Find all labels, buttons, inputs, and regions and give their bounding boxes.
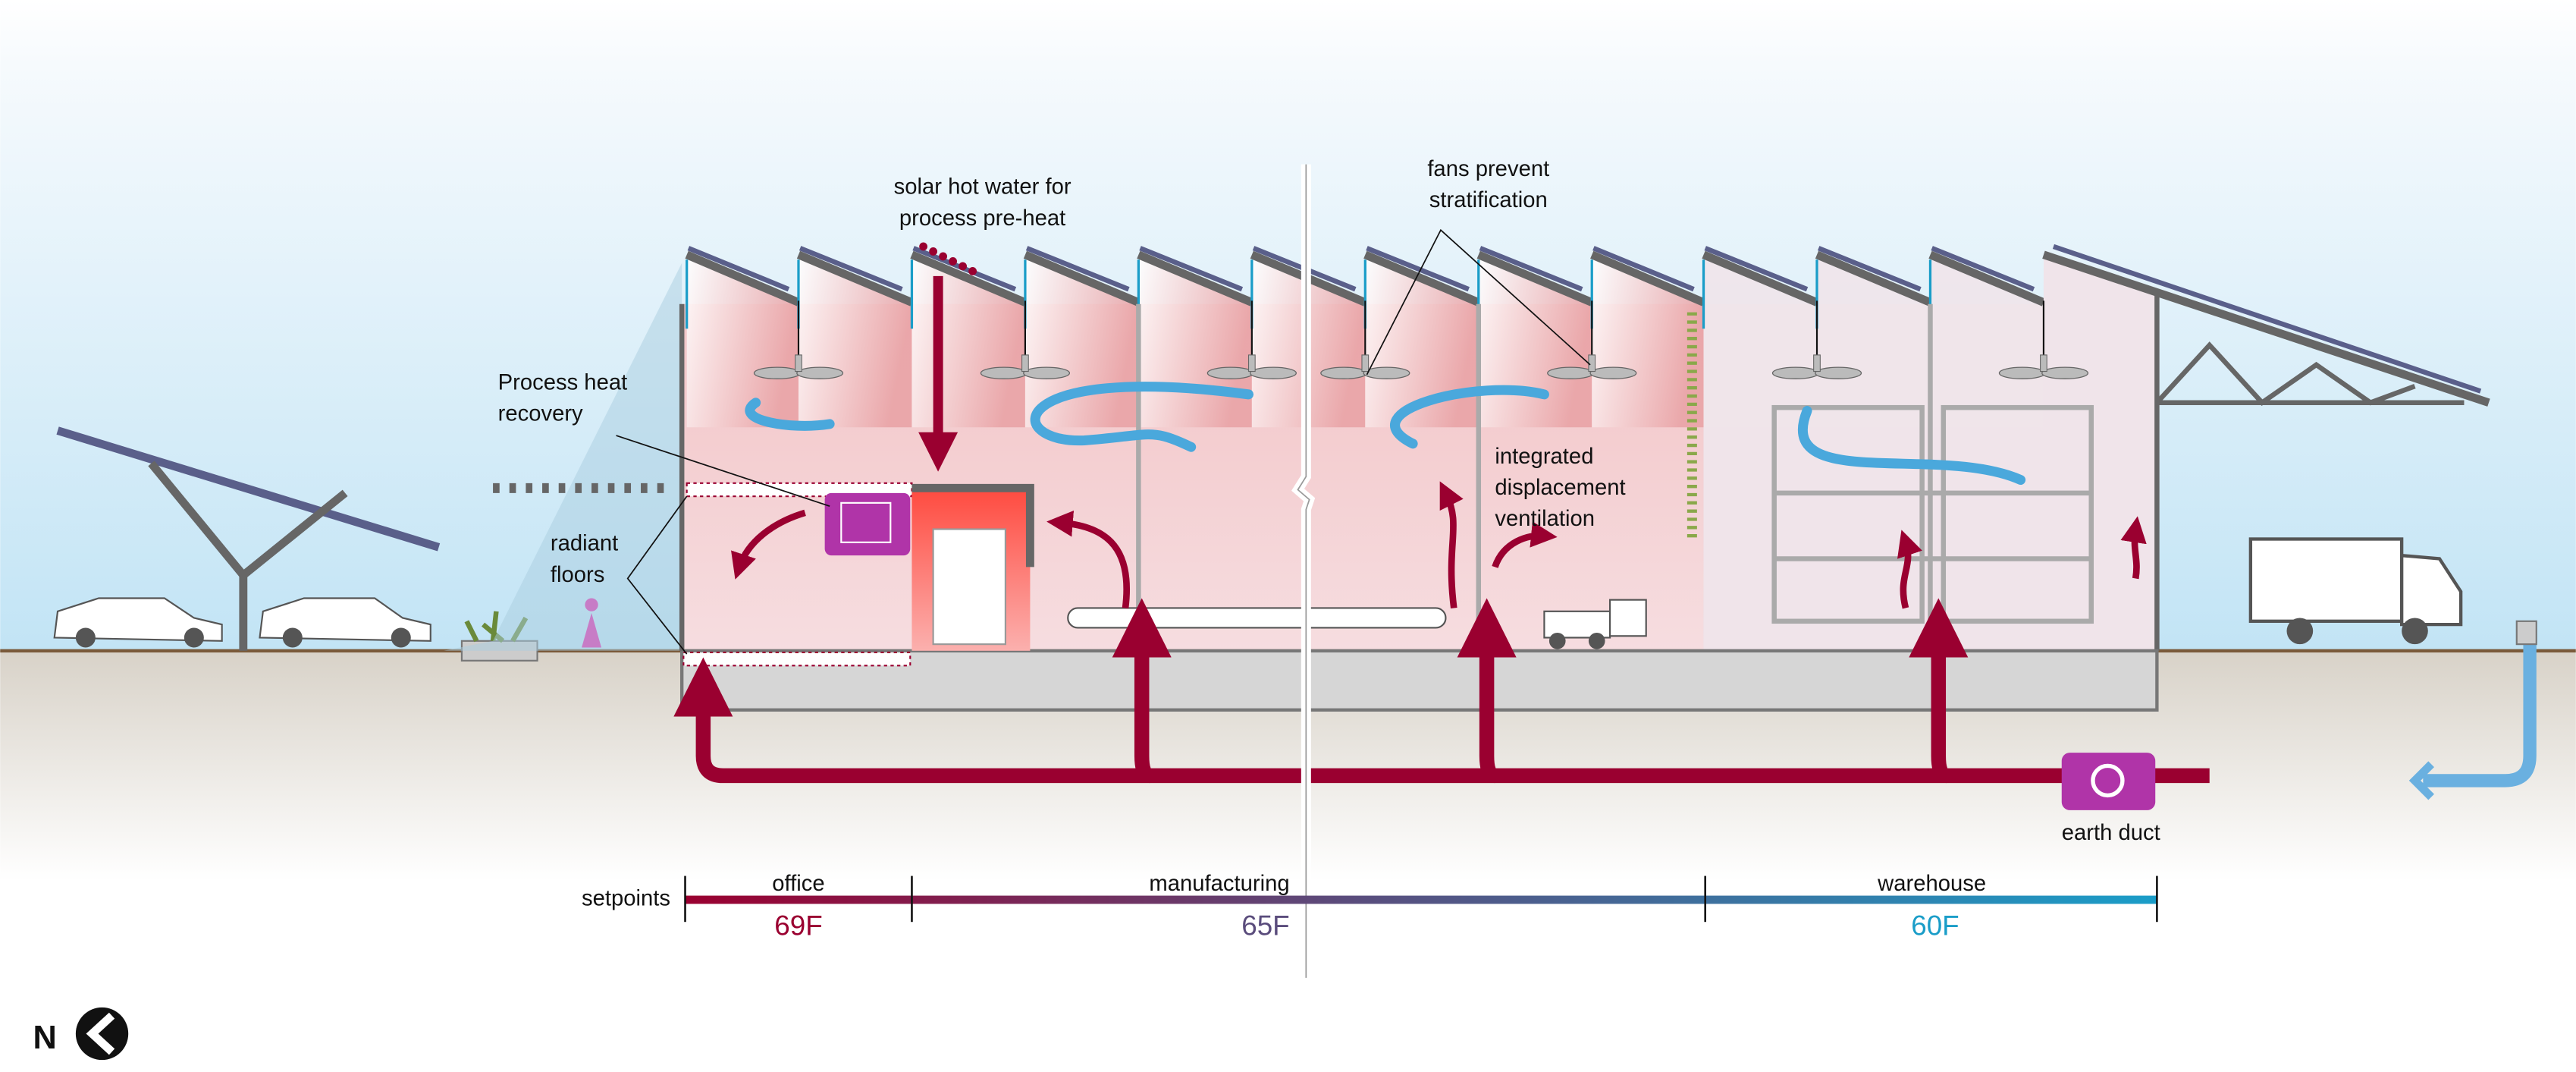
fan-icon: [2091, 763, 2125, 798]
solar-panel: [1479, 246, 1583, 292]
roof-bay: [1703, 254, 1818, 428]
solar-hot-water-collector: [919, 242, 977, 275]
ceiling-fan-icon: [1320, 300, 1410, 379]
leader-lines: [616, 228, 1591, 655]
roof-segment: [910, 250, 1028, 307]
car-icon: [259, 597, 431, 648]
earth-duct-fan: [2061, 753, 2156, 810]
temp-warehouse: 60F: [1911, 910, 1959, 942]
intake-vent: [2515, 620, 2537, 646]
ceiling-fan-icon: [1998, 300, 2089, 379]
fresh-air-intake: [2423, 632, 2537, 787]
zone-warehouse: warehouse: [1877, 872, 1986, 896]
conveyor-icon: [1067, 607, 1447, 629]
svg-text:N: N: [33, 1020, 57, 1056]
car-icon: [53, 597, 223, 648]
roof-segment: [1476, 250, 1594, 307]
zone-office: office: [772, 872, 824, 896]
heat-recovery-unit: [824, 492, 911, 556]
sunshade-louvers: [444, 262, 682, 651]
temp-manufacturing: 65F: [1241, 910, 1289, 942]
roof-bay: [1478, 254, 1592, 428]
solar-panel: [1366, 246, 1470, 292]
solar-panel: [799, 246, 903, 292]
label-earth-duct: earth duct: [2062, 821, 2160, 845]
roof-bay: [686, 254, 799, 428]
roof-segment: [1023, 250, 1141, 307]
solar-panel: [1139, 246, 1244, 292]
roof-bay: [1930, 254, 2044, 428]
roof-bay: [1365, 254, 1479, 428]
roof-segment: [1590, 250, 1705, 307]
truck-icon: [2248, 537, 2463, 645]
roof-segment: [1137, 250, 1253, 307]
solar-panel: [1025, 246, 1130, 292]
roof-bay: [1592, 254, 1704, 428]
ceiling-fan-icon: [1771, 300, 1862, 379]
roof-segment: [1928, 250, 2046, 307]
solar-carport: [56, 426, 441, 651]
roof-segment: [1363, 250, 1480, 307]
logo: N: [33, 1007, 129, 1061]
roof-segment: [796, 250, 914, 307]
warm-air-plumes: [731, 481, 2147, 609]
solar-panel: [687, 246, 790, 292]
ceiling-fan-icon: [980, 300, 1071, 379]
roof-bay: [798, 254, 912, 428]
ceiling-fan-icon: [1547, 300, 1637, 379]
solar-panel: [1592, 246, 1695, 292]
setpoints-label: setpoints: [582, 887, 670, 911]
roof-segment: [685, 250, 801, 307]
solar-panel: [1931, 246, 2035, 292]
setpoints-bar: setpoints office manufacturing warehouse…: [582, 872, 2158, 942]
cool-air-flows: [745, 382, 2026, 486]
ceiling-fan-icon: [1206, 300, 1297, 379]
solar-panel: [1704, 246, 1809, 292]
roof-segment: [1815, 250, 1932, 307]
roof-bay: [1817, 254, 1931, 428]
warm-air-duct: [673, 275, 2210, 784]
roof-segment: [1702, 250, 1819, 307]
solar-panel: [1817, 246, 1922, 292]
temp-office: 69F: [774, 910, 822, 942]
person-icon: [582, 598, 602, 648]
forklift-icon: [1543, 599, 1647, 649]
ceiling-fan-icon: [753, 300, 844, 379]
radiant-floor: [682, 651, 911, 667]
zone-manufacturing: manufacturing: [1149, 872, 1289, 896]
